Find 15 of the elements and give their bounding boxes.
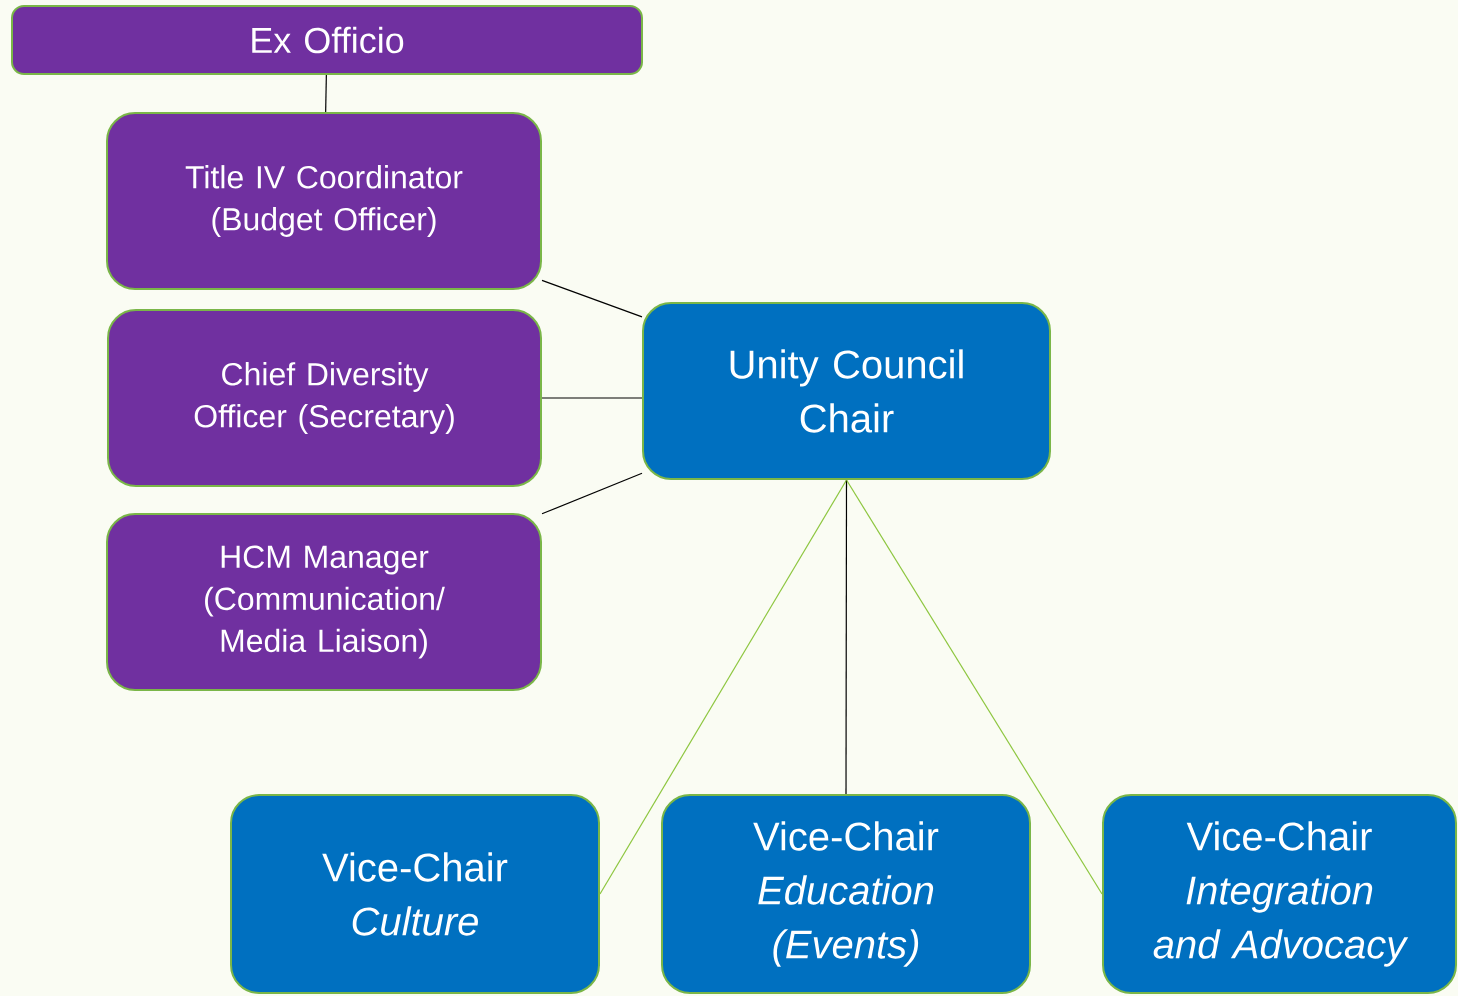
connector-line: [541, 279, 643, 318]
vice-chair-box: Vice-Chair Integration and Advocacy: [1102, 794, 1457, 994]
connector-line: [541, 397, 643, 399]
title-bar: Ex Officio: [11, 5, 643, 75]
role-box: Chief Diversity Officer (Secretary): [107, 309, 542, 487]
role-box: Title IV Coordinator (Budget Officer): [106, 112, 542, 290]
connector-line: [845, 479, 1103, 895]
chair-box: Unity Council Chair: [642, 302, 1051, 480]
vice-chair-box: Vice-Chair Culture: [230, 794, 600, 994]
role-box: HCM Manager (Communication/ Media Liaison): [106, 513, 542, 691]
vice-chair-box: Vice-Chair Education (Events): [661, 794, 1031, 994]
connector-line: [845, 479, 848, 795]
connector-line: [325, 74, 327, 113]
connector-line: [541, 472, 643, 515]
connector-line: [599, 479, 848, 895]
